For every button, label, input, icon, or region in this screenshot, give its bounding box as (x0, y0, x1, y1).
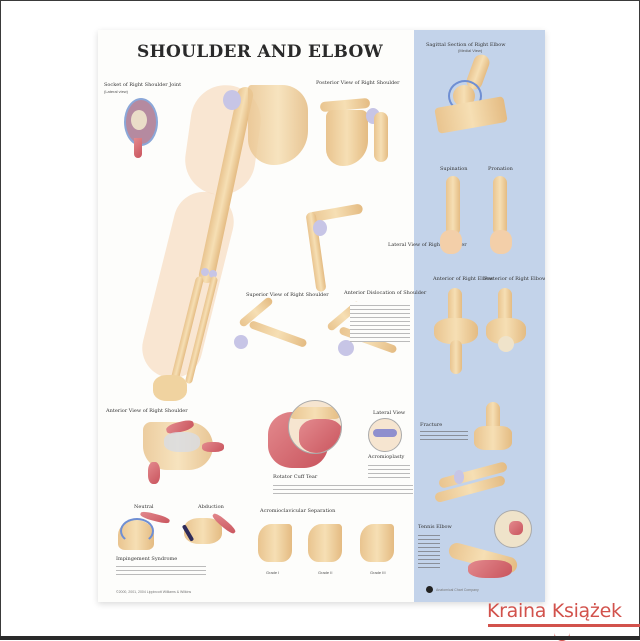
watermark-underline (488, 624, 640, 627)
footer-copyright: ©2000, 2001, 2004 Lippincott Williams & … (116, 590, 192, 594)
poster-title: SHOULDER AND ELBOW (137, 42, 383, 62)
bottom-border (0, 636, 640, 640)
footer-publisher: Anatomical Chart Company (436, 588, 479, 592)
watermark-text: Kraina Książek (487, 600, 622, 622)
publisher-logo-icon (426, 586, 433, 593)
anatomical-poster: SHOULDER AND ELBOW Socket of Right Shoul… (98, 30, 545, 602)
